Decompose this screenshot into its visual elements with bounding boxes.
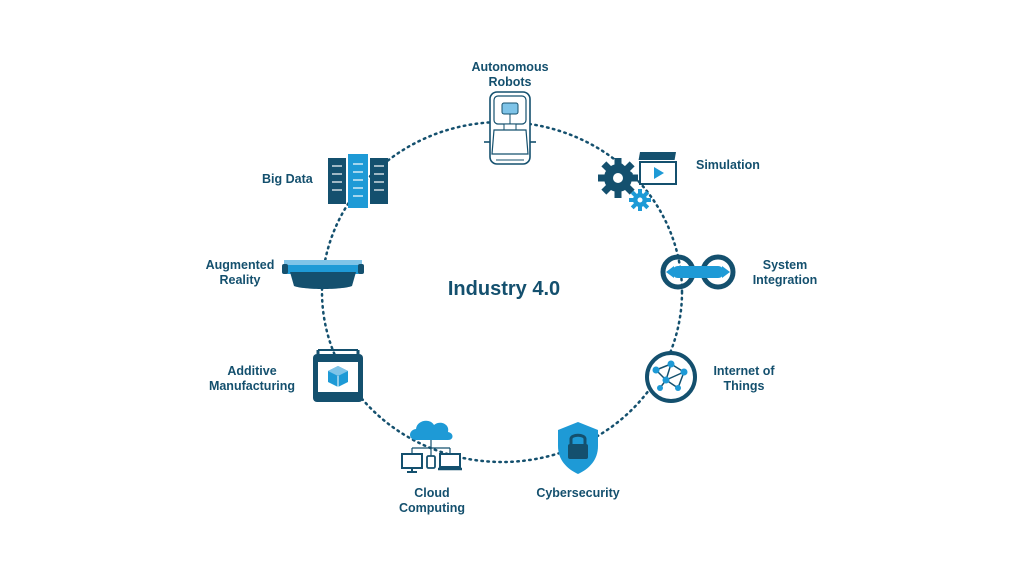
label-line: Augmented xyxy=(205,258,275,272)
label-simulation: Simulation xyxy=(696,158,760,173)
3d-printer-icon xyxy=(313,349,363,402)
label-line: Things xyxy=(723,379,765,393)
label-line: Additive xyxy=(227,364,277,378)
label-cloud-computing: Cloud Computing xyxy=(399,486,465,516)
label-cybersecurity: Cybersecurity xyxy=(536,486,619,501)
label-line: Big Data xyxy=(262,172,313,186)
server-racks-icon xyxy=(328,154,388,208)
label-line: Simulation xyxy=(696,158,760,172)
label-line: Internet of xyxy=(713,364,775,378)
robot-vehicle-icon xyxy=(484,91,536,165)
cloud-devices-icon xyxy=(401,420,462,473)
label-line: Reality xyxy=(219,273,261,287)
label-line: Integration xyxy=(752,273,818,287)
label-line: Autonomous xyxy=(471,60,549,74)
gears-clapperboard-icon xyxy=(598,152,677,211)
label-system-integration: System Integration xyxy=(753,258,818,288)
label-line: Cloud xyxy=(414,486,450,500)
center-title: Industry 4.0 xyxy=(447,278,561,300)
label-line: Computing xyxy=(399,501,465,515)
label-line: System xyxy=(762,258,808,272)
label-augmented-reality: Augmented Reality xyxy=(206,258,275,288)
network-globe-icon xyxy=(645,351,697,403)
ar-headset-icon xyxy=(282,260,364,289)
padlock-shield-icon xyxy=(558,422,598,474)
label-line: Manufacturing xyxy=(208,379,296,393)
label-autonomous-robots: Autonomous Robots xyxy=(471,60,548,90)
label-big-data: Big Data xyxy=(262,172,313,187)
label-additive-manufacturing: Additive Manufacturing xyxy=(209,364,295,394)
label-line: Robots xyxy=(488,75,532,89)
label-line: Cybersecurity xyxy=(536,486,620,500)
linked-rings-icon xyxy=(660,254,736,290)
label-internet-of-things: Internet of Things xyxy=(713,364,774,394)
